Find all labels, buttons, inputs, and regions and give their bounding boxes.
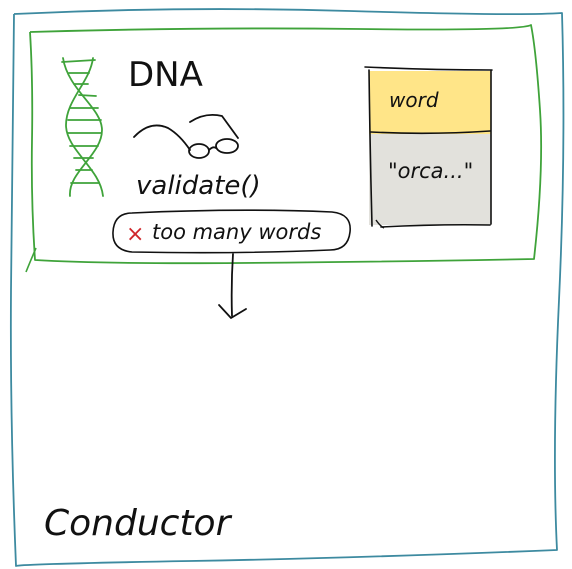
- conductor-label: Conductor: [44, 503, 233, 544]
- record-field-name: word: [389, 88, 439, 112]
- record-header: [369, 71, 491, 134]
- dna-box: [29, 24, 543, 265]
- record-body: [369, 134, 491, 225]
- validate-method-label: validate(): [136, 171, 261, 201]
- down-arrow-icon: [218, 253, 247, 319]
- error-message: too many words: [152, 220, 321, 244]
- record-field-value: "orca...": [388, 159, 473, 183]
- dna-box-tick: [25, 247, 37, 273]
- dna-title: DNA: [128, 55, 203, 95]
- error-badge: × too many words: [112, 209, 351, 254]
- conductor-frame: [9, 8, 565, 567]
- dna-helix-icon: [61, 57, 104, 197]
- word-record-card: word "orca...": [364, 66, 493, 229]
- error-x-icon: ×: [126, 222, 144, 247]
- eyeglasses-icon: [133, 113, 239, 159]
